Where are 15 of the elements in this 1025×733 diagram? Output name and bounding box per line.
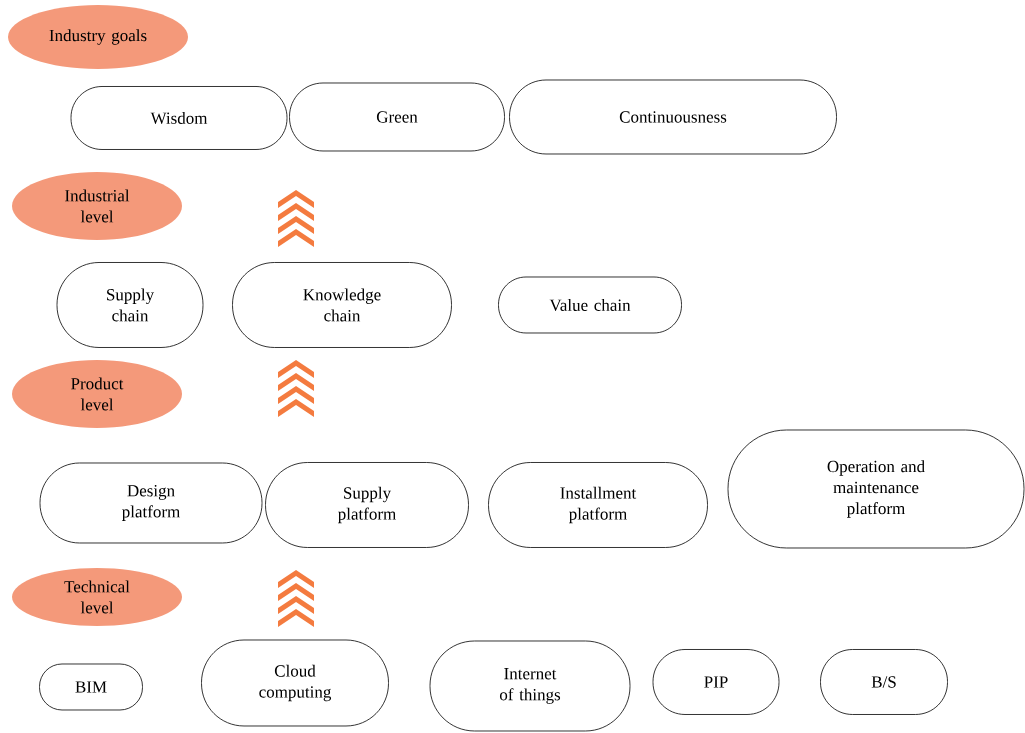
rounded-box: Internet of things (429, 640, 631, 732)
rounded-box: B/S (820, 649, 948, 715)
rounded-box: PIP (652, 649, 780, 715)
rounded-box: Continuousness (509, 79, 837, 155)
rounded-box: Supply platform (265, 462, 469, 548)
rounded-box: Wisdom (70, 86, 288, 150)
rounded-box: Green (289, 82, 505, 152)
rounded-box: Design platform (39, 462, 263, 544)
rounded-box: Cloud computing (201, 639, 389, 727)
rounded-box: BIM (39, 663, 143, 711)
rounded-box: Value chain (498, 276, 682, 334)
rounded-box: Knowledge chain (232, 262, 452, 348)
rounded-box: Operation and maintenance platform (727, 429, 1025, 549)
rounded-box: Supply chain (56, 262, 204, 348)
rounded-box: Installment platform (488, 462, 708, 548)
